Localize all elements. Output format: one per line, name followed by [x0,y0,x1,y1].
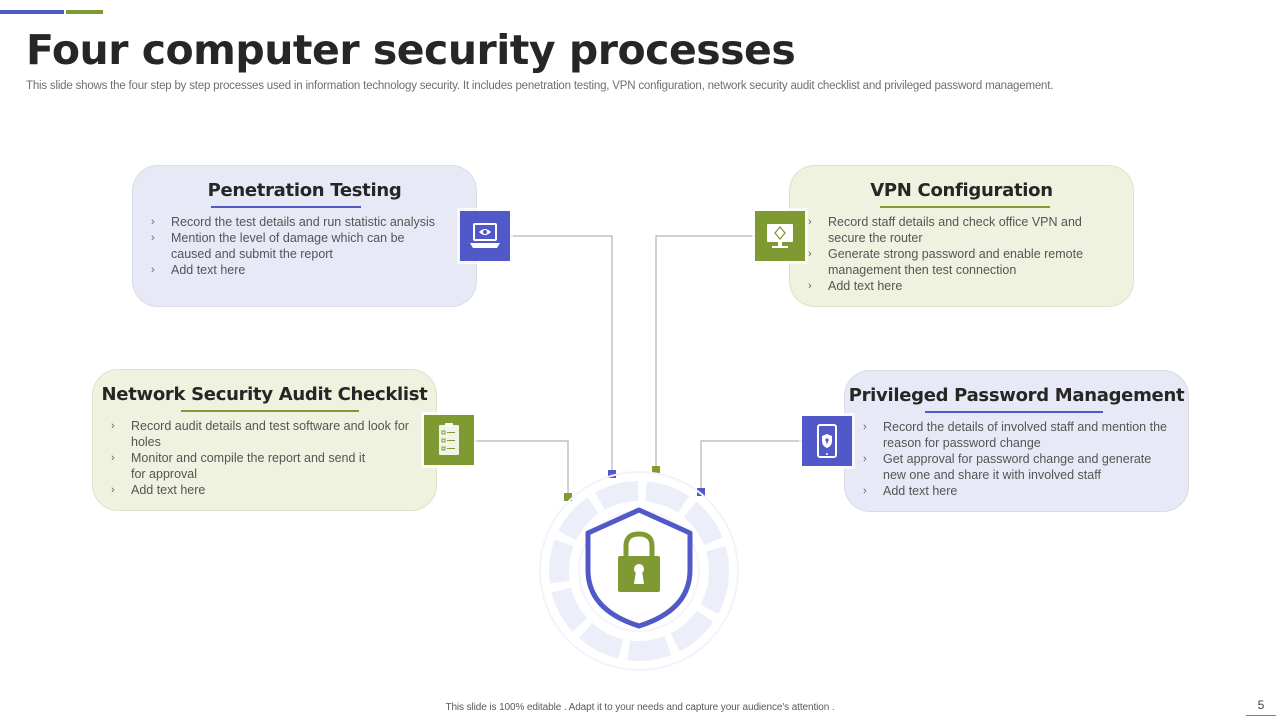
page-title: Four computer security processes [26,26,796,74]
shield-lock-icon [539,471,739,671]
bullet-list: ›Record staff details and check office V… [808,214,1120,294]
card-title: Network Security Audit Checklist [101,384,428,405]
title-underline [211,206,361,208]
chevron-right-icon: › [111,420,115,432]
list-item: ›Monitor and compile the report and send… [111,451,366,481]
card-title: Penetration Testing [207,180,402,201]
connector-endpoint-green [652,466,660,474]
card-penetration-testing: Penetration Testing ›Record the test det… [132,165,477,307]
list-item: ›Add text here [111,483,206,497]
list-item: ›Add text here [863,484,958,498]
bullet-list: ›Record audit details and test software … [111,418,411,498]
chevron-right-icon: › [151,216,155,228]
connector-privileged-password [700,440,802,492]
chevron-right-icon: › [863,453,867,465]
bullet-list: ›Record the details of involved staff an… [863,419,1175,499]
card-privileged-password: Privileged Password Management ›Record t… [844,370,1189,512]
chevron-right-icon: › [111,484,115,496]
chevron-right-icon: › [151,232,155,244]
connector-endpoint-green [564,493,572,501]
title-underline [880,206,1050,208]
list-item: ›Add text here [151,263,246,277]
card-vpn-configuration: VPN Configuration ›Record staff details … [789,165,1134,307]
card-title: Privileged Password Management [848,385,1185,406]
accent-bar-blue [0,10,64,14]
bullet-list: ›Record the test details and run statist… [151,214,461,278]
chevron-right-icon: › [151,264,155,276]
connector-endpoint-blue [608,470,616,478]
list-item: ›Record staff details and check office V… [808,215,1082,245]
list-item: ›Record the details of involved staff an… [863,420,1167,450]
card-title: VPN Configuration [870,180,1053,201]
phone-shield-icon [802,416,852,466]
clipboard-checklist-icon [424,415,474,465]
chevron-right-icon: › [808,216,812,228]
list-item: ›Record the test details and run statist… [151,215,436,229]
list-item: ›Record audit details and test software … [111,419,409,449]
chevron-right-icon: › [863,421,867,433]
list-item: ›Generate strong password and enable rem… [808,247,1084,277]
footer-note: This slide is 100% editable . Adapt it t… [445,702,835,713]
monitor-network-icon [755,211,805,261]
chevron-right-icon: › [111,452,115,464]
accent-bar-green [66,10,103,14]
connector-network-audit [474,440,569,497]
title-underline [925,411,1103,413]
card-network-security-audit: Network Security Audit Checklist ›Record… [92,369,437,511]
laptop-eye-icon [460,211,510,261]
chevron-right-icon: › [808,248,812,260]
title-underline [181,410,359,412]
list-item: ›Add text here [808,279,903,293]
page-subtitle: This slide shows the four step by step p… [26,80,1054,92]
list-item: ›Get approval for password change and ge… [863,452,1152,482]
list-item: ›Mention the level of damage which can b… [151,231,405,261]
connector-endpoint-blue [697,488,705,496]
connector-penetration-testing [510,235,613,474]
page-number: 5 [1246,698,1276,716]
chevron-right-icon: › [863,485,867,497]
connector-vpn-configuration [655,235,756,470]
chevron-right-icon: › [808,280,812,292]
